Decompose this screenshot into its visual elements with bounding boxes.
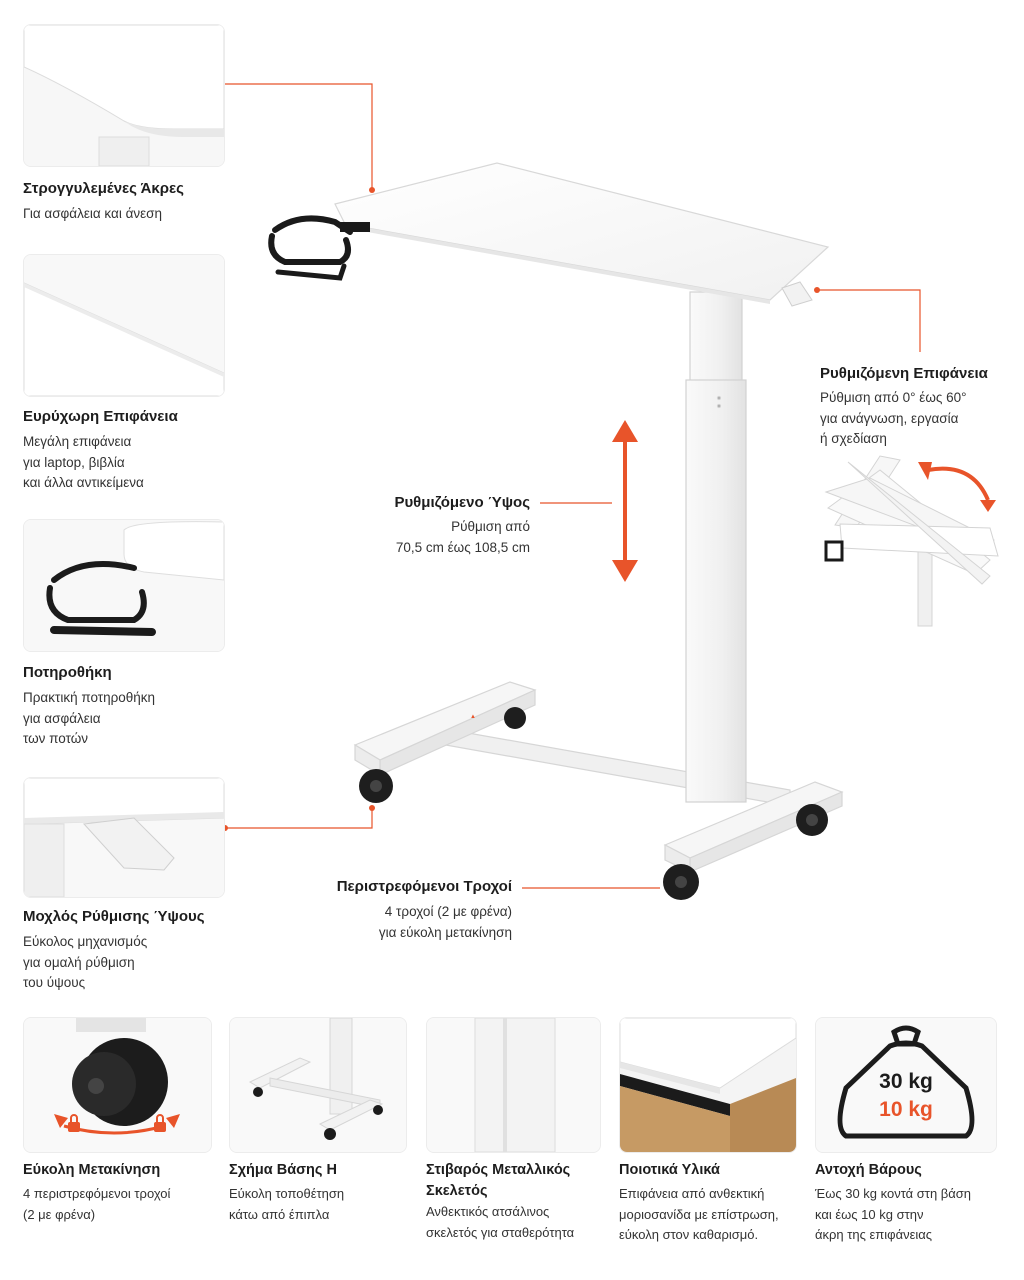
thumb-weight-capacity: 30 kg 10 kg [815,1017,997,1153]
desc-line: για εύκολη μετακίνηση [378,924,512,940]
title-line: Εύκολη Μετακίνηση [23,1162,161,1178]
desc-line: 4 τροχοί (2 με φρένα) [384,904,512,919]
desc-line: μοριοσανίδα με επίστρωση, [619,1206,779,1222]
desc-line: για ανάγνωση, εργασία [820,410,959,426]
double-arrow-icon [612,420,638,582]
quality-materials-title: Ποιοτικά Υλικά [619,1160,720,1181]
easy-movement-desc: 4 περιστρεφόμενοι τροχοί (2 με φρένα) [23,1184,170,1225]
desc-line: και έως 10 kg στην [815,1206,924,1222]
cup-holder-icon [268,215,370,281]
quality-materials-desc: Επιφάνεια από ανθεκτική μοριοσανίδα με ε… [619,1184,779,1246]
thumb-quality-materials [619,1017,797,1153]
height-callout-desc: Ρύθμιση από 70,5 cm έως 108,5 cm [330,517,530,558]
height-lever-desc: Εύκολος μηχανισμός για ομαλή ρύθμιση του… [23,932,147,994]
desc-line: του ύψους [23,975,86,990]
h-base [353,681,844,873]
title-line: Σκελετός [426,1183,488,1199]
weight-capacity-desc: Έως 30 kg κοντά στη βάση και έως 10 kg σ… [815,1184,971,1246]
height-lever-title: Μοχλός Ρύθμισης Ύψους [23,908,205,925]
title-line: Ποιοτικά Υλικά [619,1162,720,1178]
desc-line: για ασφάλεια [23,710,101,726]
caster-wheels [359,707,828,900]
desc-line: Εύκολη τοποθέτηση [229,1186,345,1201]
product-illustration: ▲ [222,83,999,900]
desc-line: Για ασφάλεια και άνεση [23,206,162,221]
casters-callout-desc: 4 τροχοί (2 με φρένα) για εύκολη μετακίν… [280,902,512,943]
lock-icon [154,1114,166,1132]
callout-lines [225,83,921,889]
tilt-callout-desc: Ρύθμιση από 0° έως 60° για ανάγνωση, εργ… [820,388,967,450]
desc-line: Επιφάνεια από ανθεκτική [619,1186,765,1201]
desc-line: ή σχεδίαση [820,431,887,446]
easy-movement-title: Εύκολη Μετακίνηση [23,1160,160,1181]
curved-arrow-icon [927,466,990,501]
weight-edge-label: 10 kg [879,1098,933,1121]
metal-frame-desc: Ανθεκτικός ατσάλινος σκελετός για σταθερ… [426,1202,574,1243]
height-callout-title: Ρυθμιζόμενο Ύψος [394,494,530,511]
title-line: Αντοχή Βάρους [815,1162,922,1178]
title-line: Στιβαρός Μεταλλικός [426,1162,571,1178]
thumb-h-base [229,1017,407,1153]
lock-icon [68,1114,80,1132]
desc-line: Μεγάλη επιφάνεια [23,434,132,449]
thumb-rounded-edges [23,24,225,167]
metal-frame-title: Στιβαρός Μεταλλικός Σκελετός [426,1160,570,1202]
spacious-surface-title: Ευρύχωρη Επιφάνεια [23,408,178,425]
desc-line: και άλλα αντικείμενα [23,475,144,490]
tilt-callout-title: Ρυθμιζόμενη Επιφάνεια [820,365,988,382]
desc-line: Ανθεκτικός ατσάλινος [426,1204,550,1219]
weight-capacity-title: Αντοχή Βάρους [815,1160,922,1181]
desc-line: Εύκολος μηχανισμός [23,934,148,949]
height-column [685,291,747,803]
weight-icon: 30 kg 10 kg [816,1018,996,1152]
desc-line: Πρακτική ποτηροθήκη [23,690,156,705]
weight-base-label: 30 kg [879,1070,933,1093]
thumb-easy-movement [23,1017,212,1153]
desc-line: Ρύθμιση από [451,519,530,534]
thumb-spacious-surface [23,254,225,397]
desc-line: κάτω από έπιπλα [229,1206,330,1222]
desc-line: (2 με φρένα) [23,1206,96,1222]
title-line: Σχήμα Βάσης Η [229,1162,337,1178]
cup-holder-title: Ποτηροθήκη [23,664,112,681]
desc-line: για ομαλή ρύθμιση [23,954,135,970]
thumb-height-lever [23,777,225,898]
spacious-surface-desc: Μεγάλη επιφάνεια για laptop, βιβλία και … [23,432,144,494]
rounded-edges-title: Στρογγυλεμένες Άκρες [23,180,184,197]
desc-line: Έως 30 kg κοντά στη βάση [815,1186,972,1201]
desc-line: 4 περιστρεφόμενοι τροχοί [23,1186,171,1201]
casters-callout-title: Περιστρεφόμενοι Τροχοί [336,878,512,895]
desc-line: των ποτών [23,731,89,746]
desktop-surface [334,162,830,304]
h-base-desc: Εύκολη τοποθέτηση κάτω από έπιπλα [229,1184,344,1225]
desc-line: για laptop, βιβλία [23,454,125,470]
desc-line: σκελετός για σταθερότητα [426,1224,575,1240]
desc-line: εύκολη στον καθαρισμό. [619,1227,759,1242]
thumb-cup-holder [23,519,225,652]
thumb-metal-frame [426,1017,601,1153]
svg-text:▲: ▲ [470,714,476,720]
desc-line: άκρη της επιφάνειας [815,1227,933,1242]
tilt-illustration [824,455,999,627]
h-base-title: Σχήμα Βάσης Η [229,1160,337,1181]
desc-line: Ρύθμιση από 0° έως 60° [820,390,967,405]
rounded-edges-desc: Για ασφάλεια και άνεση [23,204,162,225]
cup-holder-desc: Πρακτική ποτηροθήκη για ασφάλεια των ποτ… [23,688,155,750]
height-lever [781,281,813,307]
desc-line: 70,5 cm έως 108,5 cm [395,539,530,555]
